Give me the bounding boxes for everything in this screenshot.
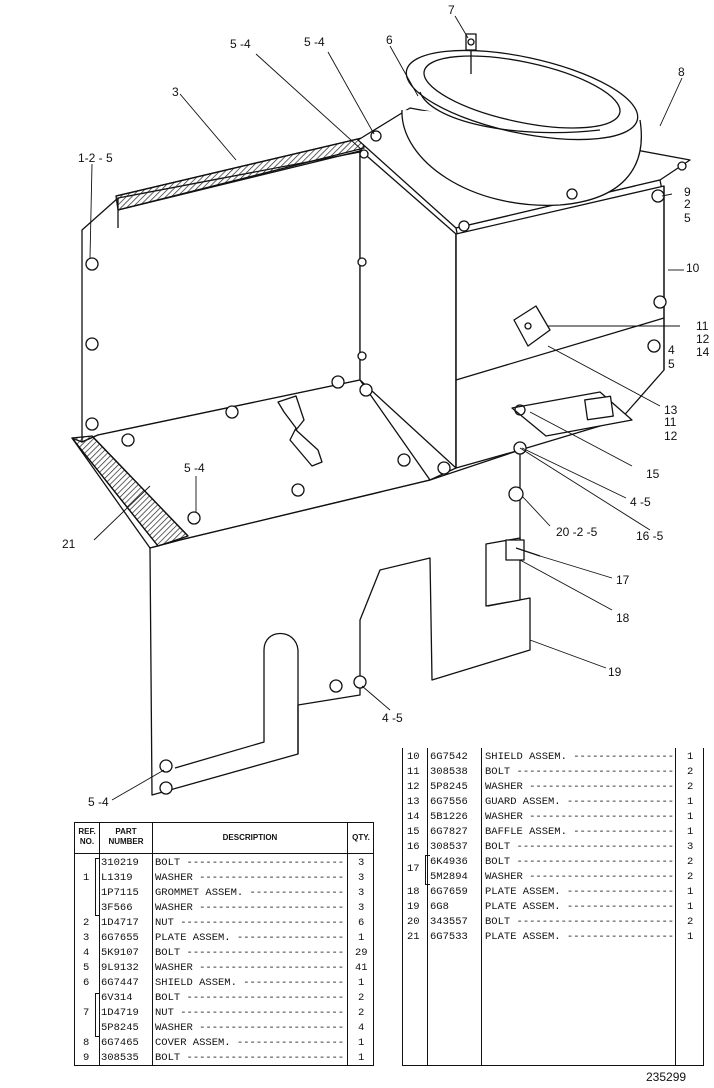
top-plate-assembly: [115, 137, 365, 211]
callout-5-4: 5 -4: [88, 795, 109, 809]
callout-9: 9: [684, 185, 691, 199]
callout-5: 5: [668, 357, 675, 371]
group-brace: [95, 993, 100, 1037]
clamp: [465, 33, 477, 74]
callout-4-5: 4 -5: [382, 711, 403, 725]
leader-lines: [89, 15, 684, 801]
callout-12: 12: [664, 429, 678, 443]
callout-4-5: 4 -5: [630, 495, 651, 509]
baffle-assembly: [511, 391, 633, 437]
callout-10: 10: [686, 261, 700, 275]
callout-20-2-5: 20 -2 -5: [556, 525, 598, 539]
callout-2: 2: [684, 197, 691, 211]
plate-assembly-21: [71, 435, 189, 547]
plate-bracket: [277, 395, 323, 467]
group-brace: [425, 855, 430, 885]
bolt-heads: [85, 130, 687, 795]
callout-13: 13: [664, 403, 678, 417]
header-part-number: PART NUMBER: [108, 827, 144, 846]
left-parts-table: REF. NO. PART NUMBER DESCRIPTION QTY. 31…: [74, 822, 374, 1066]
header-description: DESCRIPTION: [222, 833, 278, 842]
callout-8: 8: [678, 65, 685, 79]
header-ref-no: REF. NO.: [78, 827, 96, 846]
callout-4: 4: [668, 343, 675, 357]
callout-15: 15: [646, 467, 660, 481]
callout-1-2-5: 1-2 - 5: [78, 151, 113, 165]
oval-duct-shield: [401, 49, 642, 206]
header-qty: QTY.: [352, 833, 370, 842]
callout-5-4: 5 -4: [230, 37, 251, 51]
callout-7: 7: [448, 3, 455, 17]
callout-17: 17: [616, 573, 630, 587]
callout-18: 18: [616, 611, 630, 625]
callout-5-4: 5 -4: [304, 35, 325, 49]
callout-11: 11: [696, 319, 709, 333]
callout-16-5: 16 -5: [636, 529, 664, 543]
group-brace: [95, 858, 100, 916]
callout-5: 5: [684, 211, 691, 225]
callout-21: 21: [62, 537, 76, 551]
shield-assembly-box: [359, 149, 665, 481]
callout-14: 14: [696, 345, 710, 359]
callout-11: 11: [664, 415, 677, 429]
callout-6: 6: [386, 33, 393, 47]
guard-assembly: [513, 305, 551, 347]
callout-5-4: 5 -4: [184, 461, 205, 475]
plate-assembly-18: [485, 537, 541, 607]
callout-12: 12: [696, 332, 710, 346]
callout-19: 19: [608, 665, 622, 679]
callout-3: 3: [172, 85, 179, 99]
drawing-number: 235299: [646, 1070, 687, 1084]
